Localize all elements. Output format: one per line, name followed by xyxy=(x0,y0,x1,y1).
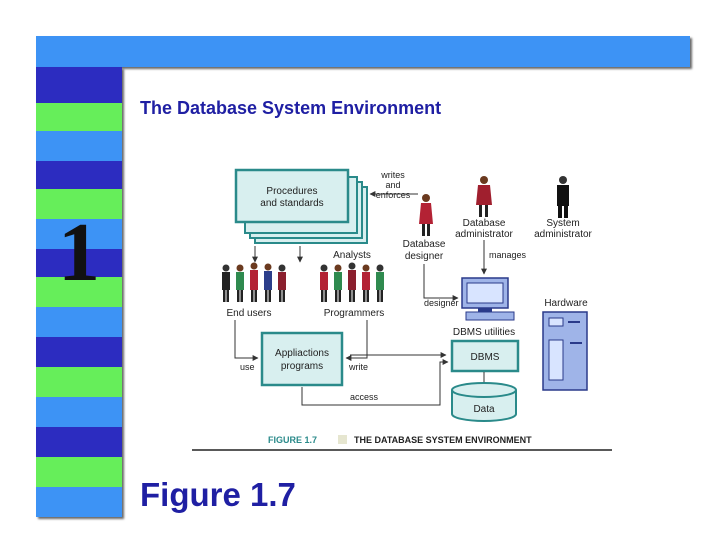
figure-label: FIGURE 1.7 xyxy=(268,435,317,445)
database-administrator-person-icon xyxy=(476,176,492,217)
sysadmin-label-1: System xyxy=(546,218,579,229)
data-cylinder-icon: Data xyxy=(451,382,517,422)
system-administrator-person-icon xyxy=(557,176,569,218)
db-designer-label-1: Database xyxy=(403,239,446,250)
figure-title: THE DATABASE SYSTEM ENVIRONMENT xyxy=(354,435,532,445)
end-users-group-icon xyxy=(222,262,286,302)
end-users-label: End users xyxy=(226,308,271,319)
applications-box: Appliactions programs xyxy=(260,331,344,387)
write-label: write xyxy=(348,362,368,372)
applications-label-2: programs xyxy=(281,361,323,372)
analysts-label: Analysts xyxy=(333,250,371,261)
dba-label-1: Database xyxy=(463,218,506,229)
computer-monitor-icon xyxy=(461,277,515,321)
data-label: Data xyxy=(473,404,495,415)
dbms-label: DBMS xyxy=(471,352,500,363)
dba-label-2: administrator xyxy=(455,229,513,240)
use-label: use xyxy=(240,362,255,372)
writes-label-1: writes xyxy=(380,170,405,180)
procedures-box: Procedures and standards xyxy=(234,168,368,244)
programmers-group-icon xyxy=(320,262,384,302)
access-label: access xyxy=(350,392,379,402)
dbms-utilities-label: DBMS utilities xyxy=(453,327,515,338)
designer-label: designer xyxy=(424,298,459,308)
manages-label: manages xyxy=(489,250,527,260)
procedures-label-line2: and standards xyxy=(260,198,323,209)
procedures-label-line1: Procedures xyxy=(266,186,317,197)
sysadmin-label-2: administrator xyxy=(534,229,592,240)
programmers-label: Programmers xyxy=(324,308,385,319)
top-banner xyxy=(36,36,690,67)
hardware-label: Hardware xyxy=(544,298,588,309)
applications-label-1: Appliactions xyxy=(275,348,329,359)
dbms-box: DBMS xyxy=(450,339,520,373)
database-designer-person-icon xyxy=(419,194,433,236)
writes-label-3: enforces xyxy=(376,190,411,200)
db-designer-label-2: designer xyxy=(405,251,444,262)
left-stripe-bar xyxy=(36,67,122,517)
hardware-tower-icon xyxy=(542,311,588,391)
slide-title: The Database System Environment xyxy=(140,98,442,118)
figure-caption: Figure 1.7 xyxy=(140,476,296,513)
writes-label-2: and xyxy=(385,180,400,190)
chapter-number: 1 xyxy=(58,206,100,299)
